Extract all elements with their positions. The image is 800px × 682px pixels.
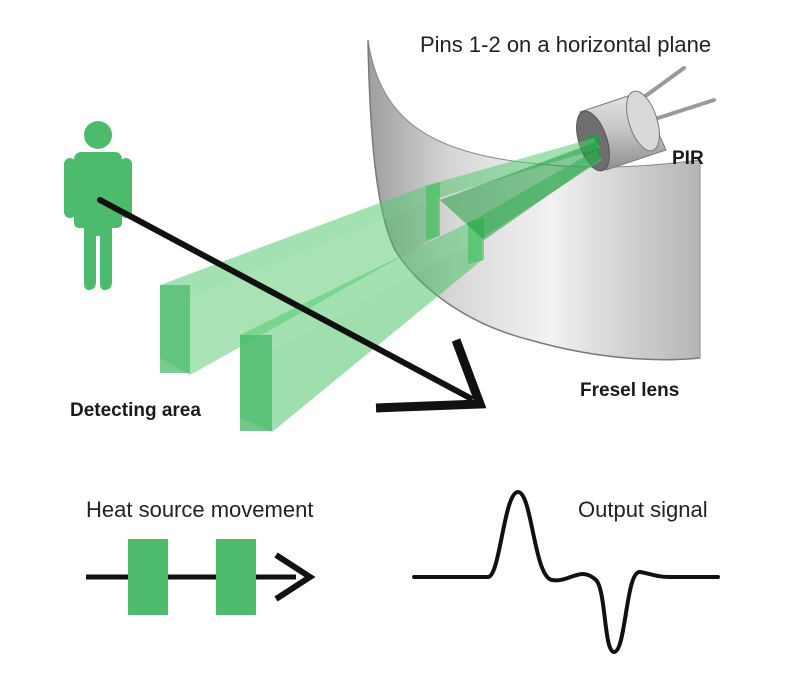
heat-source-label: Heat source movement bbox=[86, 497, 314, 522]
beam-upper-side bbox=[160, 198, 438, 375]
detecting-area-label: Detecting area bbox=[70, 400, 201, 421]
output-signal-waveform bbox=[412, 490, 720, 654]
heat-source-graphic bbox=[86, 539, 316, 615]
heat-block-1 bbox=[128, 539, 168, 615]
detecting-box-1 bbox=[160, 285, 190, 373]
beam-lower-side bbox=[240, 238, 482, 432]
lens-label: Fresel lens bbox=[580, 380, 680, 401]
detecting-box-2 bbox=[240, 335, 272, 431]
pins-label: Pins 1-2 on a horizontal plane bbox=[420, 32, 712, 57]
sensor-pin-2 bbox=[650, 98, 716, 122]
heat-block-2 bbox=[216, 539, 256, 615]
detection-beams bbox=[160, 138, 602, 432]
output-signal-label: Output signal bbox=[578, 497, 708, 522]
person-icon bbox=[64, 121, 132, 290]
movement-arrow-icon bbox=[97, 197, 487, 413]
fresnel-lens-edge bbox=[367, 39, 701, 361]
sensor-pin-1 bbox=[638, 66, 686, 102]
beam-upper-top bbox=[160, 138, 600, 298]
pir-label: PIR bbox=[672, 148, 704, 169]
